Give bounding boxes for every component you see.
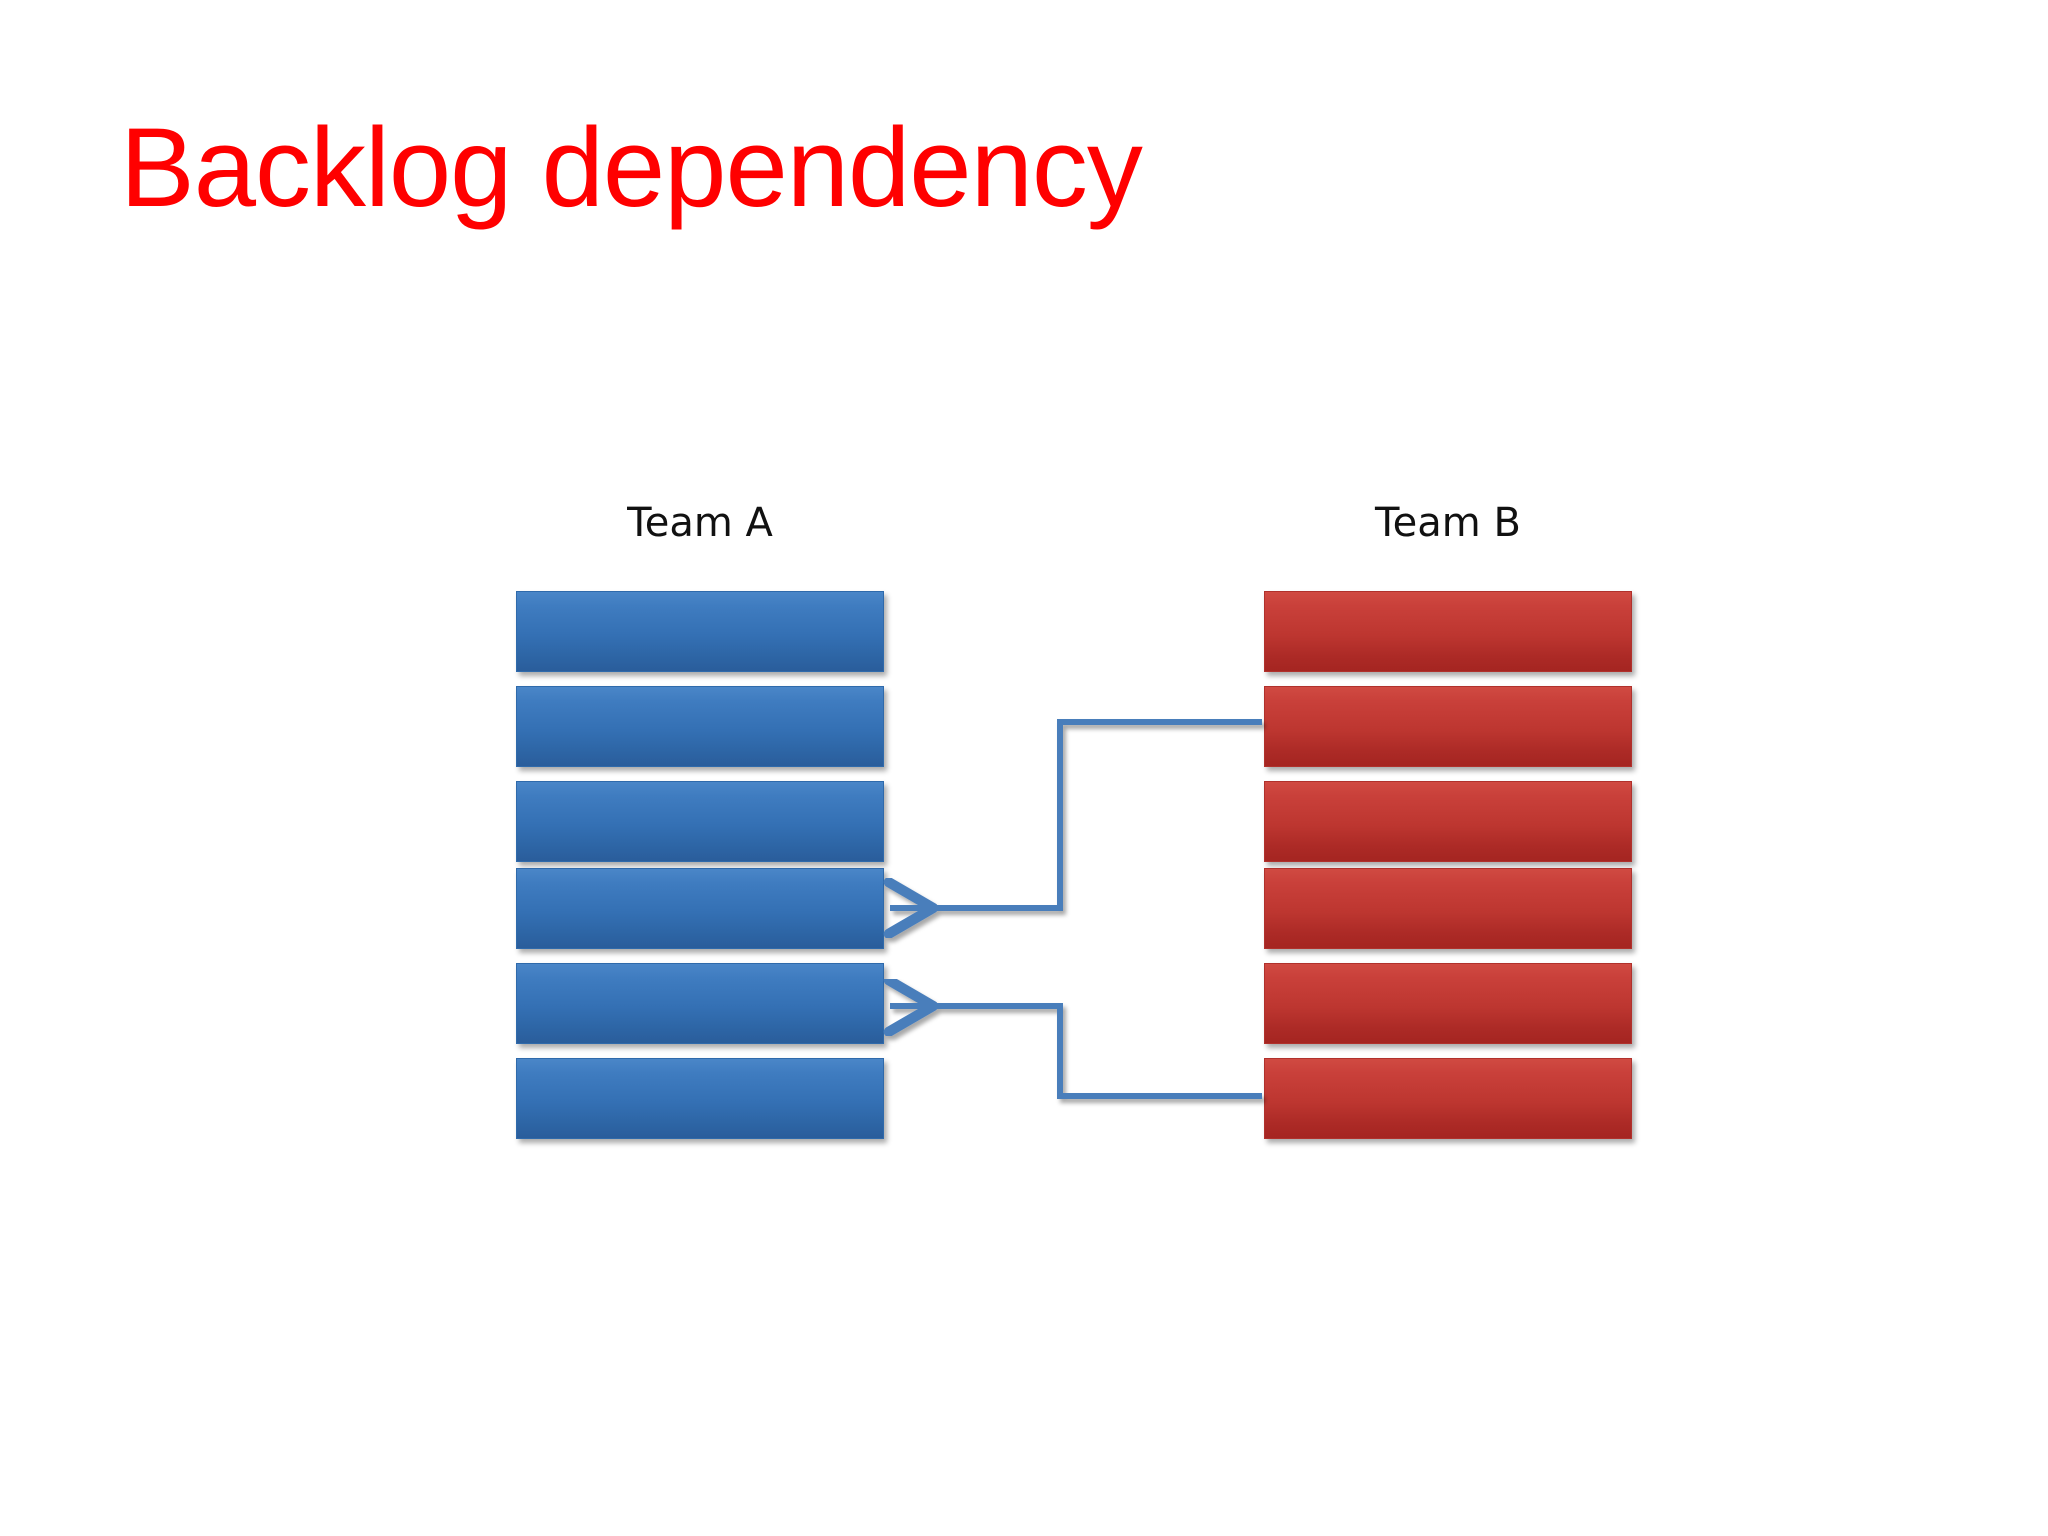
backlog-item-a6[interactable] [516, 1058, 884, 1139]
backlog-item-a5[interactable] [516, 963, 884, 1044]
backlog-item-b5[interactable] [1264, 963, 1632, 1044]
backlog-item-b3[interactable] [1264, 781, 1632, 862]
column-heading-team-a: Team A [627, 500, 773, 546]
backlog-item-a1[interactable] [516, 591, 884, 672]
backlog-item-b1[interactable] [1264, 591, 1632, 672]
dependency-connector-1[interactable] [890, 719, 1262, 908]
page-title: Backlog dependency [120, 105, 1143, 230]
backlog-column-team-a [516, 591, 884, 1150]
backlog-item-b4[interactable] [1264, 868, 1632, 949]
backlog-item-a3[interactable] [516, 781, 884, 862]
backlog-item-a2[interactable] [516, 686, 884, 767]
backlog-item-b6[interactable] [1264, 1058, 1632, 1139]
backlog-item-b2[interactable] [1264, 686, 1632, 767]
column-heading-team-b: Team B [1375, 500, 1521, 546]
dependency-connector-2[interactable] [890, 1006, 1262, 1099]
backlog-column-team-b [1264, 591, 1632, 1150]
backlog-item-a4[interactable] [516, 868, 884, 949]
